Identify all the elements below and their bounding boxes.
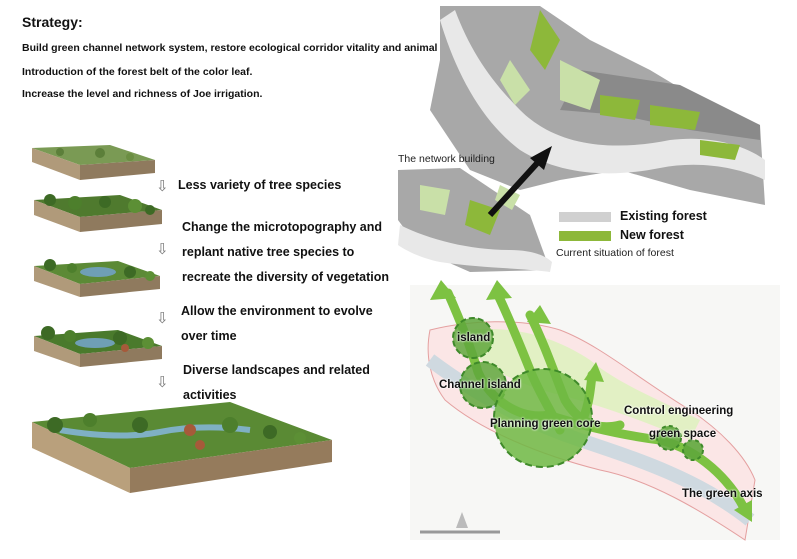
strategy-line-1: Build green channel network system, rest… [22,42,483,54]
map-caption: Current situation of forest [556,247,674,259]
label-green-axis: The green axis [682,488,763,500]
step-2-label: Change the microtopography and replant n… [182,220,390,284]
strategy-title: Strategy: [22,14,83,30]
down-arrow-icon: ⇩ [156,178,169,195]
network-building-annotation: The network building [398,153,495,165]
legend-swatch-existing [559,212,611,222]
terrain-block-2 [34,194,162,232]
legend-label-existing: Existing forest [620,209,707,223]
label-green-space: green space [649,428,717,440]
terrain-block-1 [32,145,155,180]
label-channel-island: Channel island [439,379,521,391]
terrain-block-4 [34,326,162,367]
down-arrow-icon: ⇩ [156,241,169,258]
terrain-block-5 [32,402,332,493]
strategy-line-3: Increase the level and richness of Joe i… [22,88,263,100]
down-arrow-icon: ⇩ [156,310,169,327]
step-3-label: Allow the environment to evolve over tim… [181,304,373,343]
step-4-label: Diverse landscapes and related activitie… [183,363,370,402]
legend-swatch-new [559,231,611,241]
label-control-engineering: Control engineering [624,405,734,417]
terrain-block-3 [34,259,160,297]
legend-label-new: New forest [620,228,684,242]
step-1-label: Less variety of tree species [178,178,342,192]
label-island: island [457,332,491,344]
strategy-line-2: Introduction of the forest belt of the c… [22,66,253,78]
down-arrow-icon: ⇩ [156,374,169,391]
label-planning-green-core: Planning green core [490,418,601,430]
